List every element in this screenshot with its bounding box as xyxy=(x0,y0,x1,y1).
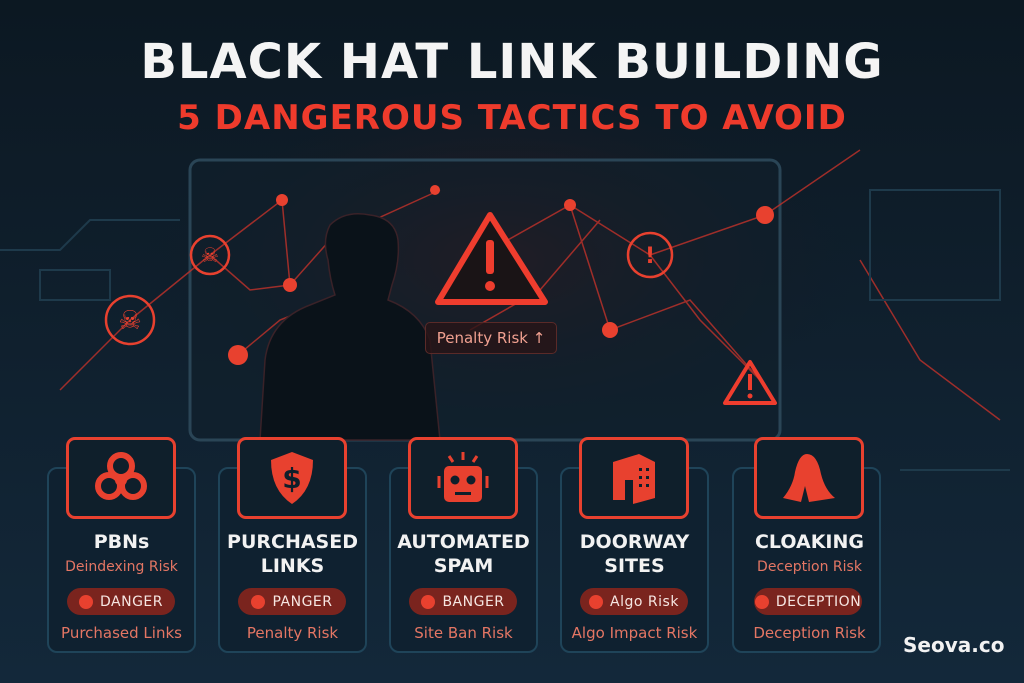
card-title: CLOAKING xyxy=(754,531,864,553)
card-footer: Deception Risk xyxy=(753,624,866,642)
svg-text:☠: ☠ xyxy=(201,243,219,267)
badge-label: DANGER xyxy=(99,593,163,610)
badge-label: DECEPTION xyxy=(775,593,862,610)
danger-badge: PANGER xyxy=(238,588,346,615)
card-footer: Purchased Links xyxy=(61,624,182,642)
biohazard-icon xyxy=(66,437,176,519)
svg-text:!: ! xyxy=(645,244,655,269)
card-subtitle: Deception Risk xyxy=(757,559,862,575)
gear-icon xyxy=(421,594,436,609)
card-footer: Algo Impact Risk xyxy=(571,624,698,642)
card-footer: Penalty Risk xyxy=(246,624,339,642)
card-subtitle: Deindexing Risk xyxy=(65,559,178,575)
gear-icon xyxy=(589,594,604,609)
building-icon xyxy=(579,437,689,519)
page-subtitle: 5 DANGEROUS TACTICS TO AVOID xyxy=(177,98,847,138)
badge-label: PANGER xyxy=(272,593,333,610)
cloak-icon xyxy=(754,437,864,519)
danger-badge: BANGER xyxy=(409,588,517,615)
small-warning-icon xyxy=(723,360,777,405)
brand-logo: Seova.co xyxy=(903,633,1005,657)
robot-icon xyxy=(408,437,518,519)
penalty-risk-label: Penalty Risk ↑ xyxy=(425,322,557,354)
badge-label: BANGER xyxy=(442,593,505,610)
gear-icon xyxy=(251,594,266,609)
svg-text:☠: ☠ xyxy=(118,306,141,336)
person-silhouette xyxy=(259,213,441,441)
danger-badge: Algo Risk xyxy=(580,588,688,615)
warning-triangle-icon xyxy=(435,212,548,305)
gear-icon xyxy=(754,594,769,609)
page-title: BLACK HAT LINK BUILDING xyxy=(140,34,884,90)
danger-badge: DANGER xyxy=(67,588,175,615)
card-title: PBNs xyxy=(93,531,150,553)
dollar-shield-icon: $ xyxy=(237,437,347,519)
gear-icon xyxy=(78,594,93,609)
badge-label: Algo Risk xyxy=(610,593,679,610)
danger-badge: DECEPTION xyxy=(754,588,862,615)
card-footer: Site Ban Risk xyxy=(414,624,513,642)
svg-text:$: $ xyxy=(282,462,301,495)
